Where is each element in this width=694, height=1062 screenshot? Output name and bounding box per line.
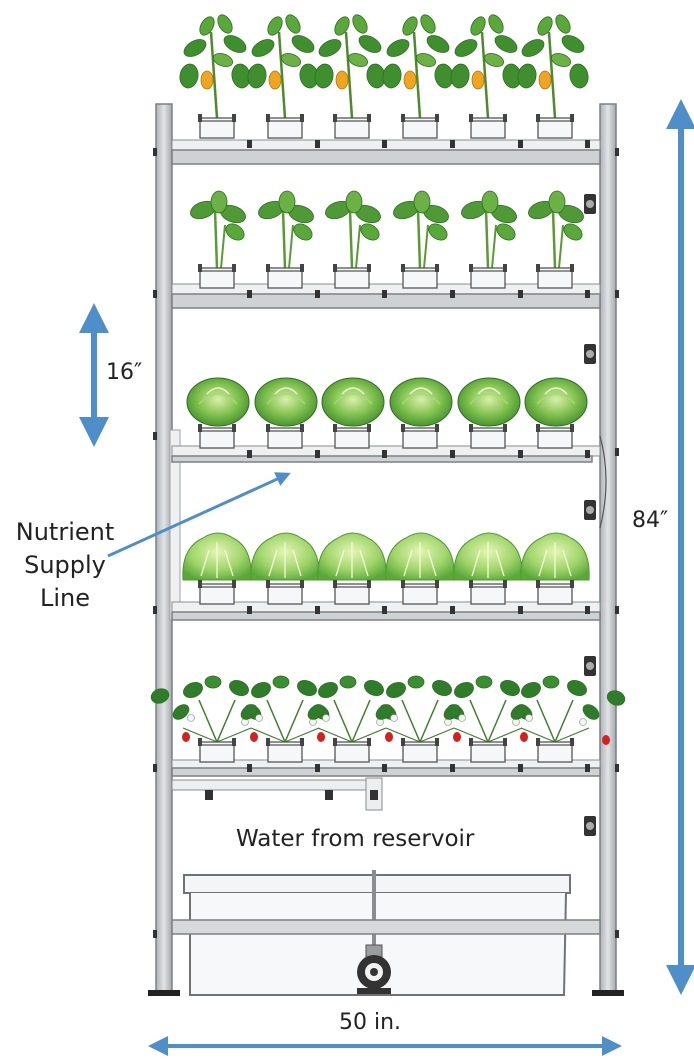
net-pot [401, 738, 455, 772]
strawberry-plant [240, 675, 330, 772]
supply-line-pointer [107, 472, 291, 558]
net-pot [333, 424, 387, 458]
cabbage-head [186, 377, 252, 458]
net-pot [333, 264, 387, 298]
leaf-lettuce [250, 532, 320, 614]
net-pot [401, 114, 455, 148]
dimension-arrows [79, 99, 694, 1056]
cabbage-head [254, 377, 320, 458]
pepper-plant [314, 14, 387, 148]
net-pot [198, 114, 252, 148]
net-pot [198, 264, 252, 298]
pepper-plant [179, 14, 252, 148]
net-pot [469, 424, 523, 458]
net-pot [333, 114, 387, 148]
net-pot [266, 580, 320, 614]
leaf-lettuce [385, 532, 455, 614]
pepper-plant [517, 14, 590, 148]
drain-valves [584, 194, 596, 836]
plant-tiers [150, 14, 626, 772]
net-pot [333, 738, 387, 772]
height-bracket [599, 435, 607, 529]
total-width-label: 50 in. [339, 1010, 402, 1035]
net-pot [266, 424, 320, 458]
supply-line-label-word: Nutrient [15, 518, 115, 546]
net-pot [469, 738, 523, 772]
net-pot [401, 424, 455, 458]
cabbage-head [524, 377, 590, 458]
net-pot [536, 738, 590, 772]
strawberry-plant [510, 675, 600, 772]
net-pot [198, 580, 252, 614]
leaf-lettuce [317, 532, 387, 614]
strawberry-plant [443, 675, 533, 772]
net-pot [401, 264, 455, 298]
net-pot [469, 114, 523, 148]
strawberry-plant [375, 675, 465, 772]
supply-pipes [171, 777, 383, 811]
net-pot [536, 264, 590, 298]
net-pot [266, 738, 320, 772]
supply-line-label-word: Supply [24, 551, 106, 579]
strawberry-plant [307, 675, 397, 772]
cabbage-head [457, 377, 523, 458]
water-pump [357, 870, 391, 994]
water-source-label: Water from reservoir [236, 826, 475, 852]
leaf-lettuce [520, 532, 590, 614]
net-pot [401, 580, 455, 614]
strawberry-leaves-edge [150, 688, 626, 745]
herb-seedling [461, 190, 523, 298]
net-pot [198, 738, 252, 772]
net-pot [469, 264, 523, 298]
herb-seedling [190, 190, 252, 298]
reservoir [183, 874, 571, 996]
total-height-label: 84″ [632, 508, 669, 533]
leaf-lettuce [182, 532, 252, 614]
supply-line-label: Nutrient Supply Line [2, 516, 128, 615]
net-pot [266, 264, 320, 298]
supply-line-label-word: Line [39, 584, 90, 612]
net-pot [536, 424, 590, 458]
net-pot [266, 114, 320, 148]
pepper-plant [247, 14, 320, 148]
herb-seedling [258, 190, 320, 298]
herb-seedling [325, 190, 387, 298]
strawberry-plant [172, 675, 262, 772]
pepper-plant [382, 14, 455, 148]
net-pot [198, 424, 252, 458]
herb-seedling [528, 190, 590, 298]
net-pot [469, 580, 523, 614]
net-pot [536, 580, 590, 614]
herb-seedling [393, 190, 455, 298]
cabbage-head [389, 377, 455, 458]
net-pot [333, 580, 387, 614]
tier-spacing-label: 16″ [106, 360, 143, 385]
pepper-plant [450, 14, 523, 148]
leaf-lettuce [453, 532, 523, 614]
net-pot [536, 114, 590, 148]
cabbage-head [321, 377, 387, 458]
